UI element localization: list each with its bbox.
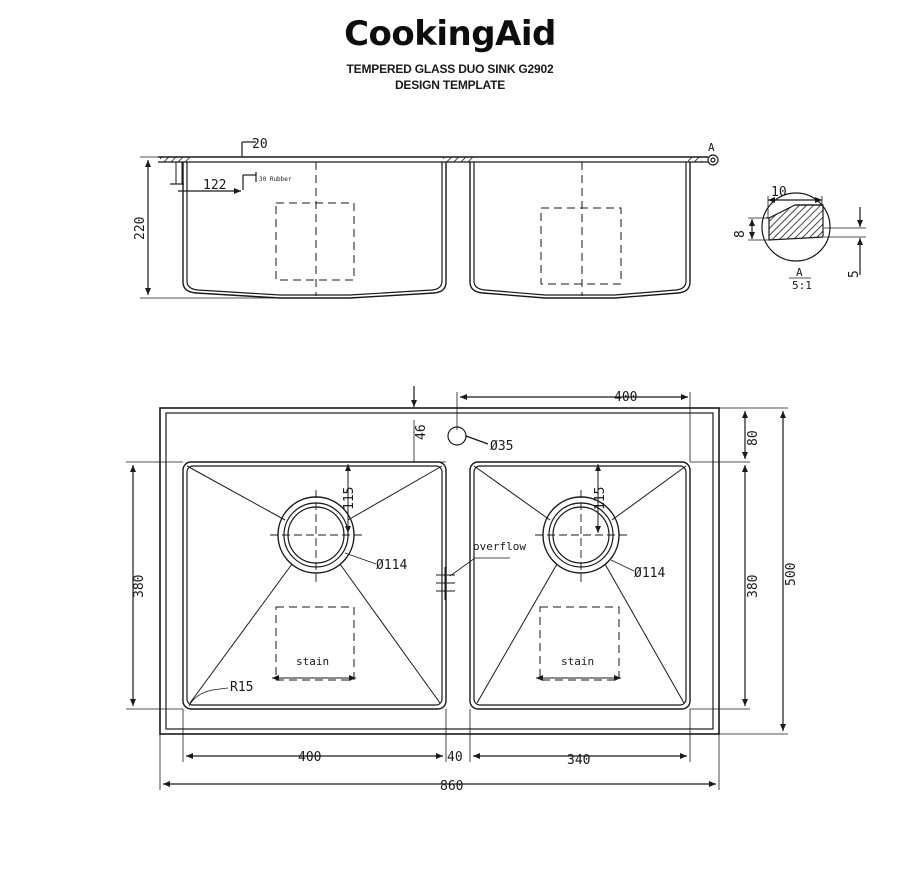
- dim-500: 500: [784, 563, 799, 586]
- rubber-note: 30 Rubber: [259, 176, 292, 183]
- dim-10: 10: [771, 185, 787, 200]
- side-view: [140, 141, 719, 299]
- dim-400-bottom: 400: [298, 750, 321, 765]
- stain-label-left: stain: [296, 655, 329, 668]
- drawing-title: TEMPERED GLASS DUO SINK G2902: [346, 62, 554, 76]
- dim-115-left: 115: [342, 487, 357, 510]
- top-view: [126, 386, 788, 790]
- dim-80: 80: [746, 430, 761, 446]
- overflow-label: overflow: [473, 540, 526, 553]
- dim-122: 122: [203, 178, 226, 193]
- dim-860: 860: [440, 779, 463, 794]
- dim-115-right: 115: [593, 487, 608, 510]
- dim-400-top: 400: [614, 390, 637, 405]
- dim-380-right: 380: [746, 575, 761, 598]
- dim-20: 20: [252, 137, 268, 152]
- dim-40: 40: [447, 750, 463, 765]
- corner-radius: R15: [230, 680, 253, 695]
- faucet-hole-dim: Ø35: [490, 439, 513, 454]
- stain-label-right: stain: [561, 655, 594, 668]
- dim-380-left: 380: [132, 575, 147, 598]
- dim-8: 8: [733, 230, 748, 238]
- detail-label: A: [796, 266, 803, 279]
- dim-220: 220: [133, 217, 148, 240]
- dim-5: 5: [847, 270, 862, 278]
- dim-46: 46: [414, 424, 429, 440]
- drain-dim-left: Ø114: [376, 558, 407, 573]
- brand-logo: CookingAid: [344, 14, 556, 54]
- drain-dim-right: Ø114: [634, 566, 665, 581]
- section-marker-a: A: [708, 141, 715, 154]
- drawing-subtitle: DESIGN TEMPLATE: [394, 78, 506, 92]
- detail-scale: 5:1: [792, 279, 812, 292]
- dim-340: 340: [567, 753, 590, 768]
- detail-view-a: [748, 192, 866, 279]
